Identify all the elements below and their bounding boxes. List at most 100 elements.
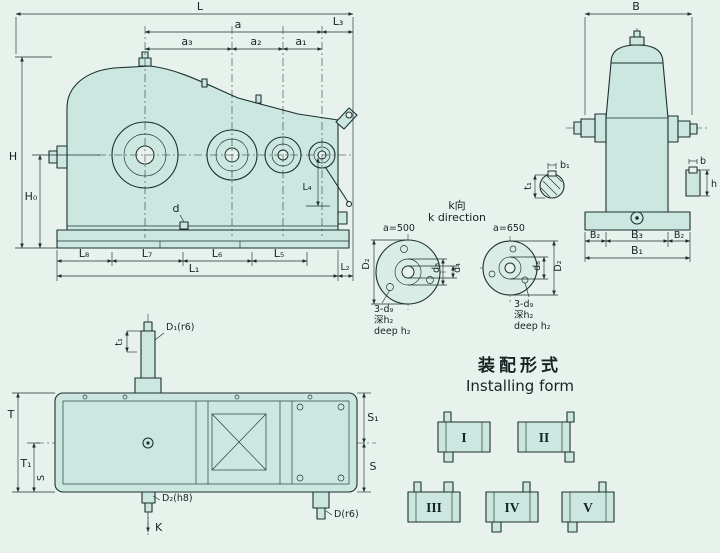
dim-label: a₂: [250, 35, 261, 48]
dim-label: L₇: [142, 247, 153, 260]
k-direction-label-en: k direction: [428, 211, 486, 224]
depth-note-cn: 深h₂: [514, 310, 534, 321]
dim-label: S: [370, 460, 377, 473]
installing-title-cn: 装配形式: [477, 355, 562, 376]
dim-label-s-left: S: [36, 475, 47, 481]
dim-label: B₁: [631, 244, 643, 257]
cover-bolt: [296, 474, 304, 482]
dim-S: S: [357, 442, 377, 493]
form-number: IV: [504, 500, 519, 515]
dim-label: L₂: [340, 262, 349, 273]
housing-outline: [66, 65, 339, 231]
dim-label: T: [7, 408, 15, 421]
dim-B: B: [584, 0, 693, 115]
depth-note-cn: 深h₂: [374, 315, 394, 326]
dim-L4: L₄: [302, 157, 330, 207]
input-shaft: [573, 113, 607, 143]
holes-note: 3-d₉: [514, 299, 534, 310]
dim-label: d₈: [532, 261, 543, 271]
cover-bolt: [337, 474, 345, 482]
housing-plan: [54, 392, 358, 493]
keyway: [547, 170, 557, 177]
dim-label: L₆: [212, 247, 223, 260]
dim-H: H: [9, 56, 57, 249]
view-arrow-K: K: [146, 513, 163, 534]
shaft-section-left: b₁ t₁: [523, 160, 570, 199]
lifting-lug: [335, 107, 358, 130]
dim-L: L: [15, 0, 354, 281]
installing-title-en: Installing form: [466, 377, 574, 395]
dim-H0: H₀: [25, 154, 100, 249]
dim-a: a: [144, 18, 323, 34]
dim-label: h: [711, 179, 717, 190]
installing-form-5: V: [561, 481, 615, 533]
label-D1: D₁(r6): [154, 322, 195, 341]
lug-hole: [345, 111, 353, 119]
dim-label: B₂: [590, 230, 601, 241]
dim-T1: T₁: [19, 442, 40, 493]
drain-hole: [630, 211, 644, 225]
dim-label: b₁: [560, 160, 570, 171]
base-flange: [56, 229, 350, 249]
dim-label: a₁: [295, 35, 306, 48]
bolt-hole: [426, 276, 434, 284]
variant-label: a=650: [493, 223, 525, 234]
centerlines: [98, 26, 352, 238]
dim-label: D(r6): [334, 509, 359, 520]
form-number: II: [539, 430, 550, 445]
shaft-center: [142, 437, 154, 449]
dim-label: D₂(h8): [162, 493, 193, 504]
dim-label: a₃: [181, 35, 192, 48]
flange-detail-a500: a=500 D₂ d₈ d₄ 3-d₉ 深h₂ deep h₂: [361, 223, 463, 337]
left-wall-boss: [56, 145, 68, 169]
flange-detail-a650: a=650 d₈ D₂ 3-d₉ 深h₂ deep h₂: [480, 223, 564, 332]
installing-form-1: I: [437, 411, 491, 463]
installing-form-4: IV: [485, 481, 539, 533]
bolt-hole: [488, 270, 496, 278]
dim-a3: a₃: [144, 35, 233, 51]
dim-label: B₃: [631, 228, 643, 241]
k-direction-views: k向 k direction a=500 D₂ d₈ d₄ 3-d₉ 深h₂ d…: [361, 198, 564, 337]
vertical-shaft: [134, 321, 162, 394]
dim-label: T₁: [19, 457, 31, 470]
dim-L3: L₃: [321, 15, 354, 34]
dim-t1-top: t₁: [114, 330, 141, 353]
dim-a2: a₂: [231, 35, 284, 51]
dim-T: T: [7, 392, 55, 493]
bolt-hole: [509, 245, 517, 253]
label-d: d: [173, 202, 189, 230]
k-direction-label-cn: k向: [448, 198, 465, 212]
dim-label: t₁: [523, 182, 534, 190]
dim-label: D₂: [361, 258, 372, 269]
dim-label: B₂: [674, 230, 685, 241]
bolt-hole: [400, 245, 408, 253]
dim-label: b: [700, 156, 706, 167]
cover-bolt: [201, 78, 208, 88]
dim-label: L₄: [302, 182, 311, 193]
keyway: [688, 166, 698, 174]
dim-label: H₀: [25, 190, 38, 203]
form-number: V: [583, 500, 593, 515]
end-cap: [610, 44, 664, 64]
side-view: L a L₃ a₃ a₂ a₁ H H₀ L₈: [9, 0, 358, 281]
foundation-bolt: [179, 221, 189, 230]
dim-label: d: [173, 202, 180, 215]
dim-label: d₄: [452, 263, 463, 273]
installing-form-2: II: [517, 411, 575, 463]
dim-label: D₁(r6): [166, 322, 195, 333]
dim-S1: S₁: [357, 392, 379, 444]
dim-label: S₁: [367, 411, 378, 424]
bottom-shaft-right: D(r6): [312, 491, 359, 520]
top-plug: [629, 36, 645, 46]
dim-label: L₅: [274, 247, 285, 260]
dim-label: t₁: [114, 338, 125, 346]
dim-label: L₈: [79, 247, 90, 260]
dim-label: B: [632, 0, 640, 13]
variant-label: a=500: [383, 223, 415, 234]
form-number: I: [461, 430, 466, 445]
oil-dipstick: [321, 161, 349, 203]
dim-label: d₈: [431, 263, 442, 273]
dim-chain-L8-L5: L₈ L₇ L₆ L₅: [56, 247, 308, 281]
inspection-cover: [211, 413, 267, 471]
